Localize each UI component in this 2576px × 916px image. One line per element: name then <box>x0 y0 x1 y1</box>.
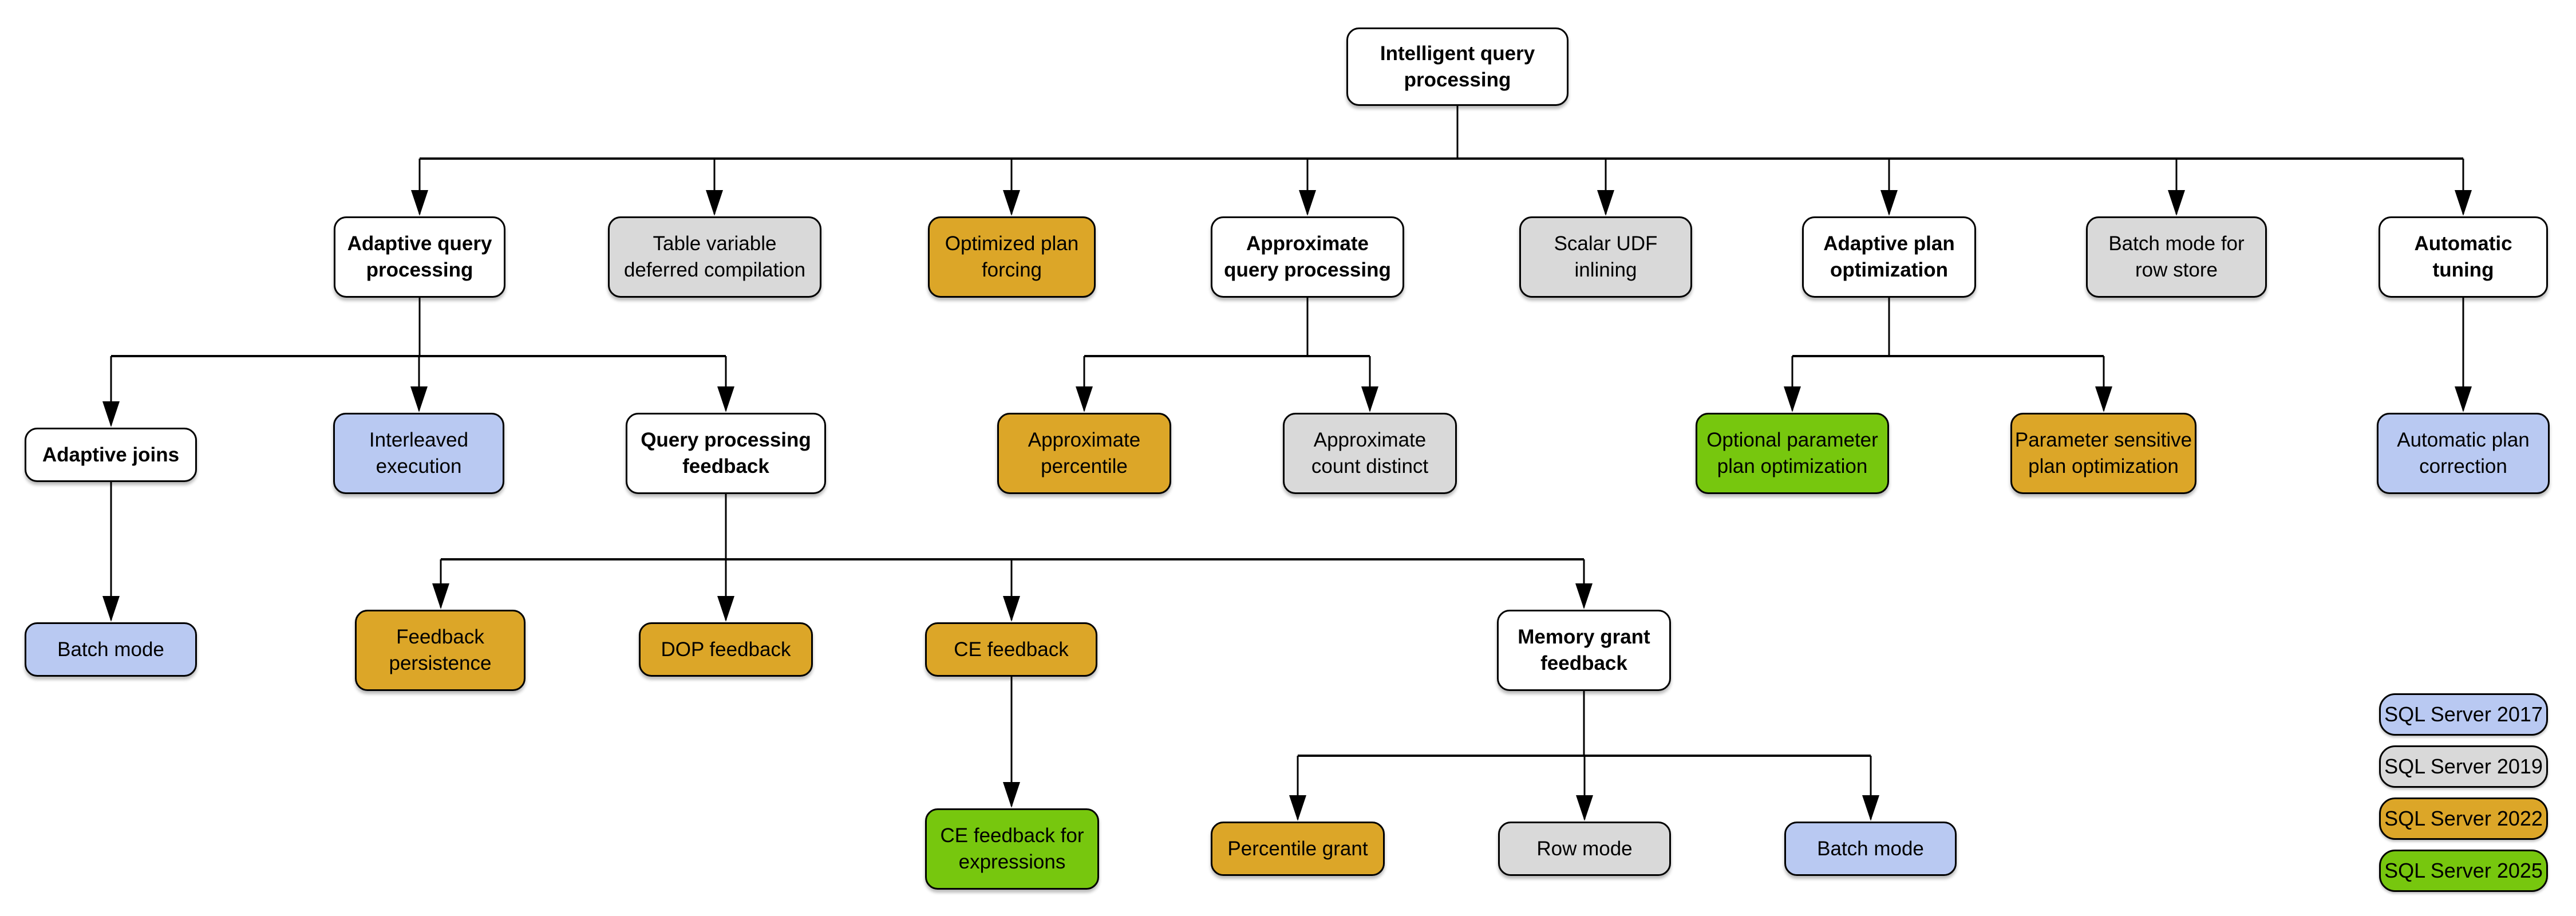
node-approximate-percentile: Approximate percentile <box>997 413 1171 494</box>
node-dop-feedback: DOP feedback <box>639 622 813 677</box>
node-percentile-grant: Percentile grant <box>1211 822 1385 876</box>
node-parameter-sensitive-plan-optimization: Parameter sensitive plan optimization <box>2010 413 2196 494</box>
node-batch-mode-adaptive-joins: Batch mode <box>25 622 197 677</box>
node-approximate-query-processing: Approximate query processing <box>1211 216 1404 298</box>
node-row-mode: Row mode <box>1498 822 1671 876</box>
node-ce-feedback: CE feedback <box>925 622 1097 677</box>
node-interleaved-execution: Interleaved execution <box>333 413 504 494</box>
node-scalar-udf-inlining: Scalar UDF inlining <box>1519 216 1692 298</box>
node-adaptive-query-processing: Adaptive query processing <box>334 216 505 298</box>
node-optional-parameter-plan-optimization: Optional parameter plan optimization <box>1696 413 1889 494</box>
node-intelligent-query-processing: Intelligent query processing <box>1346 27 1568 106</box>
node-memory-grant-feedback: Memory grant feedback <box>1497 610 1671 691</box>
node-adaptive-plan-optimization: Adaptive plan optimization <box>1802 216 1976 298</box>
node-approximate-count-distinct: Approximate count distinct <box>1283 413 1457 494</box>
node-optimized-plan-forcing: Optimized plan forcing <box>928 216 1096 298</box>
node-batch-mode-memory-grant: Batch mode <box>1784 822 1957 876</box>
node-automatic-plan-correction: Automatic plan correction <box>2377 413 2550 494</box>
node-query-processing-feedback: Query processing feedback <box>626 413 826 494</box>
legend-sql-server-2017: SQL Server 2017 <box>2379 693 2548 736</box>
legend-sql-server-2025: SQL Server 2025 <box>2379 850 2548 892</box>
node-batch-mode-for-row-store: Batch mode for row store <box>2086 216 2267 298</box>
legend-sql-server-2022: SQL Server 2022 <box>2379 797 2548 840</box>
node-ce-feedback-for-expressions: CE feedback for expressions <box>925 808 1099 890</box>
node-feedback-persistence: Feedback persistence <box>355 610 526 691</box>
node-automatic-tuning: Automatic tuning <box>2379 216 2548 298</box>
legend-sql-server-2019: SQL Server 2019 <box>2379 745 2548 788</box>
node-adaptive-joins: Adaptive joins <box>25 428 197 482</box>
node-table-variable-deferred-compilation: Table variable deferred compilation <box>608 216 821 298</box>
